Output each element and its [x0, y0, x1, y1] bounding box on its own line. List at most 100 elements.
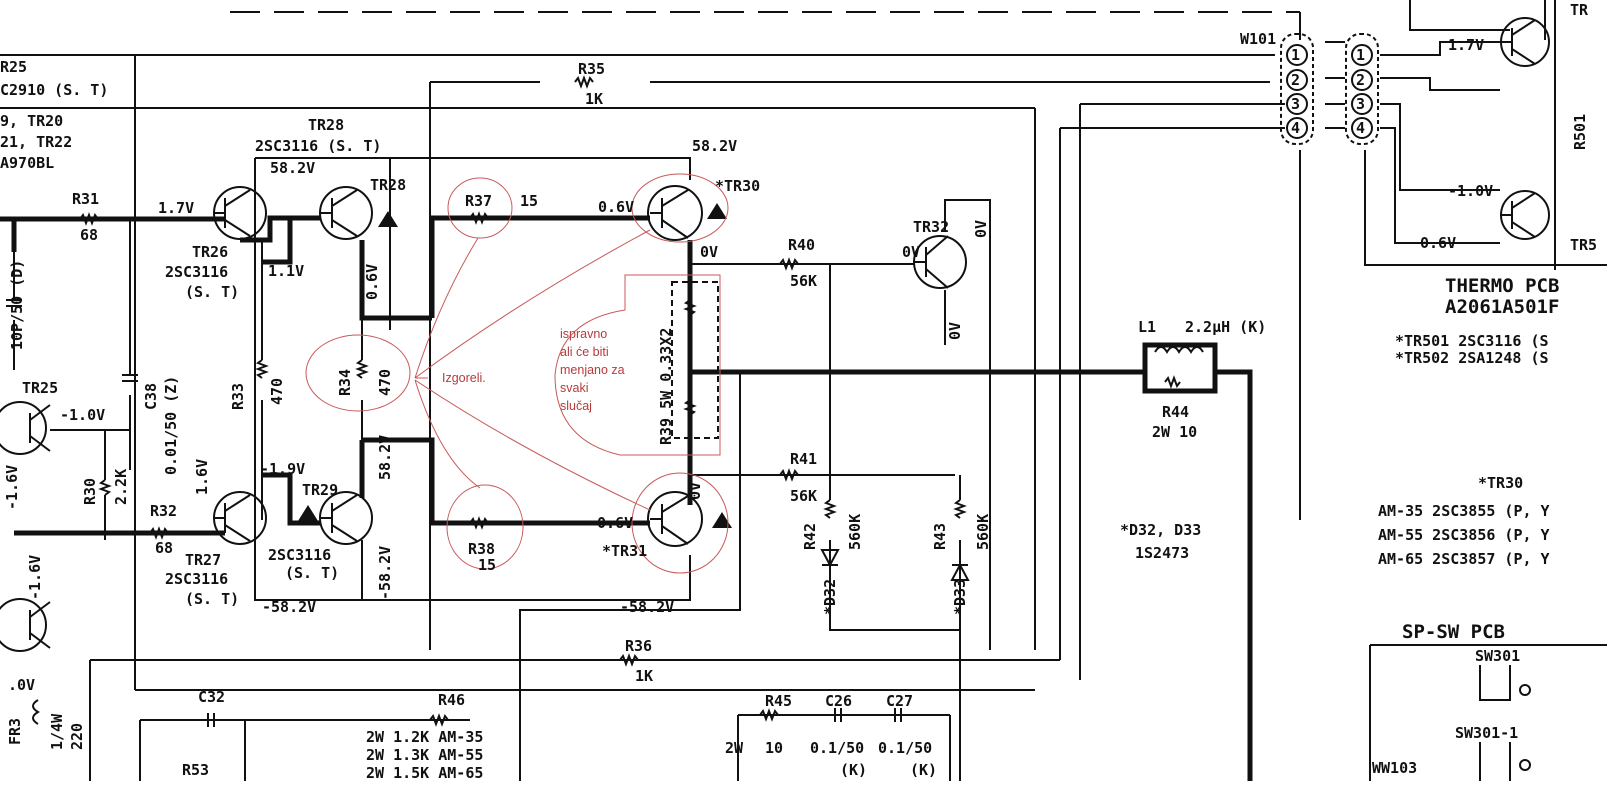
- r37-thick-wire: [429, 215, 650, 318]
- c38-label: C38: [142, 383, 160, 410]
- r42-label: R42: [801, 523, 819, 550]
- tr29-part: 2SC3116: [268, 546, 331, 564]
- r42-d32-wire: [829, 264, 960, 631]
- sw301-symbol: [1479, 665, 1532, 701]
- v-0v-vert: 0V: [946, 322, 964, 340]
- r39a-symbol: [683, 299, 697, 316]
- r39b-symbol: [683, 399, 697, 416]
- r39-note-outline: [554, 274, 721, 456]
- r31-value: 68: [80, 226, 98, 244]
- tr31-label: *TR31: [602, 542, 647, 560]
- r40-label: R40: [788, 236, 815, 254]
- tr32-label: TR32: [913, 218, 949, 236]
- tr28-symbol: [319, 186, 398, 240]
- thermo-side-label: R501: [1571, 114, 1589, 150]
- left-note-4: 21, TR22: [0, 133, 72, 151]
- tr27-symbol: [213, 491, 267, 545]
- r46-label: R46: [438, 691, 465, 709]
- warning-triangle-icon: [378, 211, 398, 227]
- tr28-part: 2SC3116 (S. T): [255, 137, 381, 155]
- thermo-top-wires: [1409, 0, 1546, 40]
- v-m1p0: -1.0V: [60, 406, 105, 424]
- pin-2: 2: [1291, 71, 1300, 89]
- c27-tol: (K): [910, 761, 937, 779]
- pin-2-right: 2: [1356, 71, 1365, 89]
- tr30-label: *TR30: [715, 177, 760, 195]
- r32-value: 68: [155, 539, 173, 557]
- v-58n-bottom: -58.2V: [620, 598, 674, 616]
- transistors: [0, 17, 1550, 652]
- r32-symbol: [149, 526, 169, 540]
- r46-row-3: 2W 1.5K AM-65: [366, 764, 483, 781]
- v-0v: 0V: [700, 243, 718, 261]
- r30-symbol: [98, 479, 112, 496]
- r41-symbol: [779, 468, 799, 482]
- r38-value: 15: [478, 556, 496, 574]
- w101-label: W101: [1240, 30, 1276, 48]
- v-58p: 58.2V: [692, 137, 737, 155]
- r31-symbol: [79, 212, 99, 226]
- left-note-1: R25: [0, 58, 27, 76]
- c27-symbol: [894, 708, 902, 722]
- c26-label: C26: [825, 692, 852, 710]
- l1-value: 2.2µH (K): [1185, 318, 1266, 336]
- r36-label: R36: [625, 637, 652, 655]
- c27-label: C27: [886, 692, 913, 710]
- fr3-symbol: [32, 699, 40, 725]
- v-r-m1p0: -1.0V: [1448, 182, 1493, 200]
- c10-symbol: [6, 299, 22, 307]
- r33-value: 470: [268, 378, 286, 405]
- tr27-suffix: (S. T): [185, 590, 239, 608]
- pin-4: 4: [1291, 119, 1300, 137]
- burned-note: Izgoreli.: [442, 371, 486, 385]
- r38-label: R38: [468, 540, 495, 558]
- v-m1p6: -1.6V: [3, 465, 21, 510]
- r35-label: R35: [578, 60, 605, 78]
- r43-symbol: [953, 499, 967, 519]
- r38-thick-wire: [362, 437, 650, 526]
- v-0v-tr32: 0V: [902, 243, 920, 261]
- d32-label: *D32: [821, 579, 839, 615]
- thermo-tr-label: TR5: [1570, 236, 1597, 254]
- v-r-0p6: 0.6V: [1420, 234, 1456, 252]
- v-58n-vert: -58.2V: [376, 546, 394, 600]
- thermo-title: THERMO PCB: [1445, 275, 1559, 297]
- v-0v-tr31: 0V: [686, 482, 704, 500]
- tr28-top-label: TR28: [308, 116, 344, 134]
- tr31-circle: [631, 472, 729, 574]
- c10-value: 10P/50 (D): [8, 260, 26, 350]
- r35-symbol: [574, 75, 594, 89]
- r43-value: 560K: [974, 514, 992, 550]
- v-1p1: 1.1V: [268, 262, 304, 280]
- diode-note-1: *D32, D33: [1120, 521, 1201, 539]
- r40-symbol: [779, 257, 799, 271]
- l1-coil: [1154, 346, 1204, 354]
- v-0p6: 0.6V: [598, 198, 634, 216]
- r39-dashed-box: [671, 281, 719, 439]
- tr27-tr29-link: [262, 472, 320, 526]
- tr27-part: 2SC3116: [165, 570, 228, 588]
- sw301-label: SW301: [1475, 647, 1520, 665]
- r42-symbol: [823, 499, 837, 519]
- r33-label: R33: [229, 383, 247, 410]
- v-0p6-vert: 0.6V: [363, 264, 381, 300]
- v-0v-bottom: .0V: [8, 676, 35, 694]
- feedback-wire: [519, 372, 741, 781]
- spsw-box: [1369, 644, 1607, 781]
- r30-value: 2.2K: [112, 469, 130, 505]
- c26-value: 0.1/50: [810, 739, 864, 757]
- r31-label: R31: [72, 190, 99, 208]
- r37-label: R37: [465, 192, 492, 210]
- v-m1p6-b: -1.6V: [26, 555, 44, 600]
- r34-label: R34: [336, 369, 354, 396]
- d33-label: *D33: [951, 579, 969, 615]
- r44-value: 2W 10: [1152, 423, 1197, 441]
- positive-rail: [255, 157, 691, 180]
- pin-4-right: 4: [1356, 119, 1365, 137]
- speaker-output-wire: [1215, 369, 1253, 781]
- thermo-box-left: [1364, 150, 1607, 266]
- tr30-row-1: AM-35 2SC3855 (P, Y: [1378, 502, 1550, 520]
- c32-symbol: [207, 713, 215, 727]
